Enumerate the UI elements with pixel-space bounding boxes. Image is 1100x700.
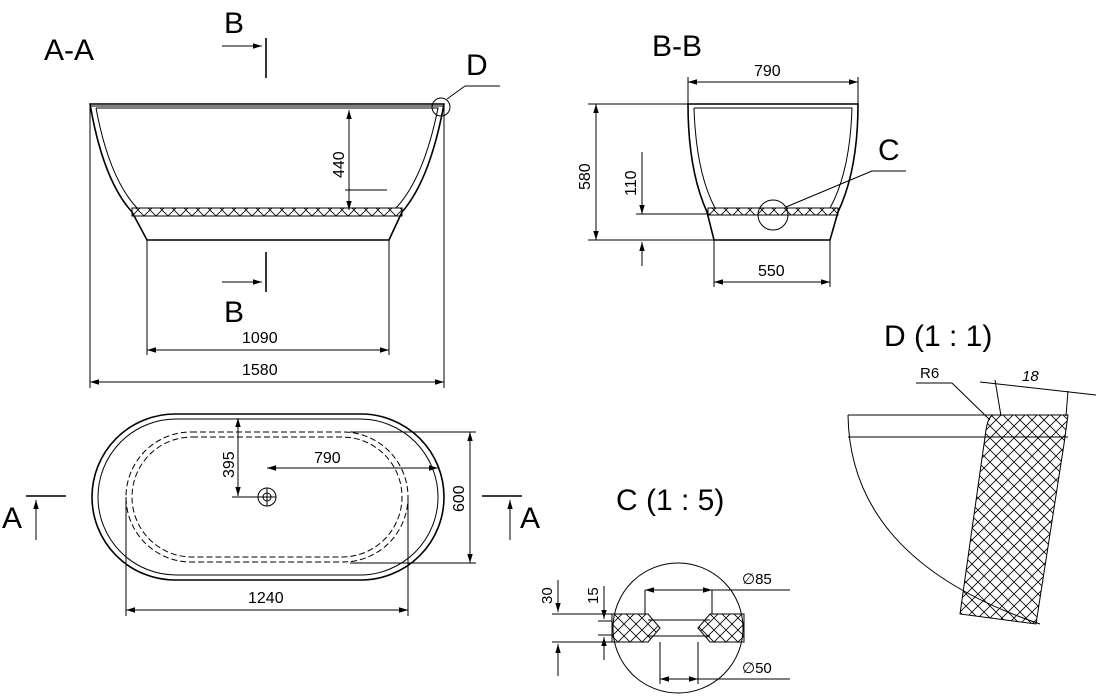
plan-outer-rim [91, 413, 445, 581]
dim-plan-drain-y: 395 [221, 451, 238, 478]
cut-a-right-label: A [520, 502, 540, 535]
cut-marker-b-bottom: B [222, 252, 267, 329]
cut-marker-a-left: A [2, 495, 66, 540]
tub-floor-hatch [131, 207, 403, 217]
dim-c-thickness-15: 15 [585, 587, 602, 604]
dim-bb-floor: 110 [623, 170, 640, 196]
detail-d-circle [431, 97, 451, 117]
detail-c-circle [757, 199, 789, 231]
detail-d-title: D (1 : 1) [884, 320, 992, 353]
cut-b-bottom-label: B [224, 296, 244, 329]
dim-bb-top-width: 790 [754, 63, 781, 80]
cut-b-top-label: B [224, 7, 244, 40]
section-aa-view: A-A B D 440 1090 1580 B [44, 7, 500, 388]
detail-c-ref: C [878, 134, 900, 167]
section-bb-title: B-B [652, 30, 702, 63]
detail-d-ref: D [466, 49, 488, 82]
dim-bb-height: 580 [577, 163, 594, 190]
bb-floor-hatch [707, 207, 839, 216]
cut-marker-a-right: A [482, 495, 540, 540]
dim-plan-width: 600 [451, 485, 468, 512]
section-bb-view: B-B 790 C 580 110 550 [577, 30, 906, 287]
dim-aa-total-width: 1580 [242, 362, 278, 379]
detail-c-view: C (1 : 5) ∅85 ∅50 30 15 [539, 484, 790, 694]
cut-a-left-label: A [2, 502, 22, 535]
dim-c-thickness-30: 30 [539, 587, 556, 604]
bb-outer-shell [687, 103, 859, 241]
dim-d-radius: R6 [920, 365, 939, 382]
tub-outer-shell [89, 103, 445, 241]
cut-marker-b-top: B [222, 7, 267, 78]
dim-plan-inner-length: 1240 [248, 590, 284, 607]
plan-view: 395 790 600 1240 A A [2, 413, 540, 616]
tub-inner-shell [95, 107, 439, 209]
dim-aa-depth: 440 [331, 151, 348, 178]
detail-c-right-wall [697, 613, 745, 643]
dim-bb-base-width: 550 [758, 263, 785, 280]
dim-d-wall: 18 [1022, 368, 1039, 385]
dim-aa-base-width: 1090 [242, 330, 278, 347]
detail-c-left-wall [611, 613, 661, 643]
dim-c-dia-50: ∅50 [742, 660, 772, 677]
detail-c-title: C (1 : 5) [616, 484, 724, 517]
dim-plan-drain-x: 790 [314, 450, 341, 467]
section-aa-title: A-A [44, 34, 94, 67]
detail-d-view: D (1 : 1) R6 18 [847, 320, 1097, 625]
dim-c-dia-85: ∅85 [742, 571, 772, 588]
detail-d-wall-hatch [959, 414, 1069, 625]
